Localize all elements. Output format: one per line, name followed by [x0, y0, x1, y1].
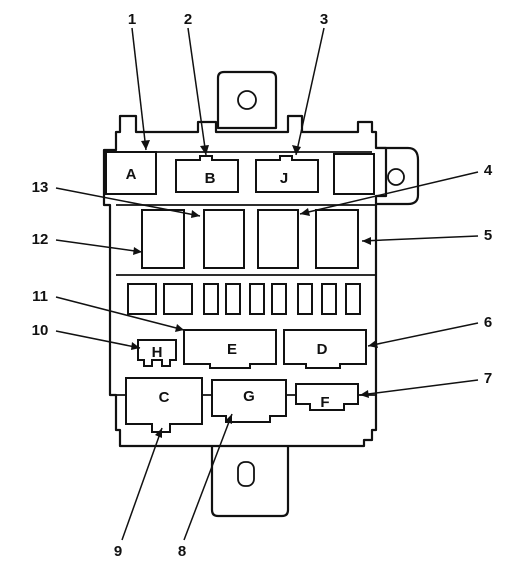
callout-6: 6 — [484, 314, 492, 331]
connector-G: G — [211, 379, 287, 423]
connector-E: E — [183, 329, 277, 369]
connector-C: C — [125, 377, 203, 433]
connector-D: D — [283, 329, 367, 369]
callout-12: 12 — [32, 231, 49, 248]
relay-top-right — [333, 153, 375, 195]
fuse-row — [127, 283, 361, 315]
callout-10: 10 — [32, 322, 49, 339]
connector-J-label: J — [280, 170, 288, 187]
connector-B: B — [175, 155, 239, 193]
connector-D-label: D — [317, 341, 328, 358]
top-mounting-tab — [216, 70, 278, 130]
callout-8: 8 — [178, 543, 186, 560]
connector-H: H — [137, 339, 177, 367]
callout-7: 7 — [484, 370, 492, 387]
connector-G-label: G — [243, 388, 255, 405]
callout-5: 5 — [484, 227, 492, 244]
connector-J: J — [255, 155, 319, 193]
leader-arrowheads — [131, 140, 378, 438]
connector-F: F — [295, 383, 359, 411]
callout-numbers: 1 2 3 4 5 6 7 8 9 10 11 12 13 — [32, 11, 493, 560]
relay-12 — [141, 209, 185, 269]
connector-A-label: A — [126, 166, 137, 183]
callout-1: 1 — [128, 11, 136, 28]
callout-9: 9 — [114, 543, 122, 560]
relay-13 — [203, 209, 245, 269]
relay-5 — [315, 209, 359, 269]
connector-H-label: H — [152, 344, 163, 361]
relay-4 — [257, 209, 299, 269]
connector-F-label: F — [320, 394, 329, 411]
connector-B-label: B — [205, 170, 216, 187]
bottom-mounting-tab — [210, 438, 290, 518]
callout-13: 13 — [32, 179, 49, 196]
callout-4: 4 — [484, 162, 493, 179]
connector-E-label: E — [227, 341, 237, 358]
leader-lines — [55, 27, 479, 541]
connector-A: A — [105, 151, 157, 195]
callout-3: 3 — [320, 11, 328, 28]
relay-row — [141, 209, 359, 269]
callout-11: 11 — [32, 288, 48, 305]
connector-C-label: C — [159, 389, 170, 406]
callout-2: 2 — [184, 11, 192, 28]
